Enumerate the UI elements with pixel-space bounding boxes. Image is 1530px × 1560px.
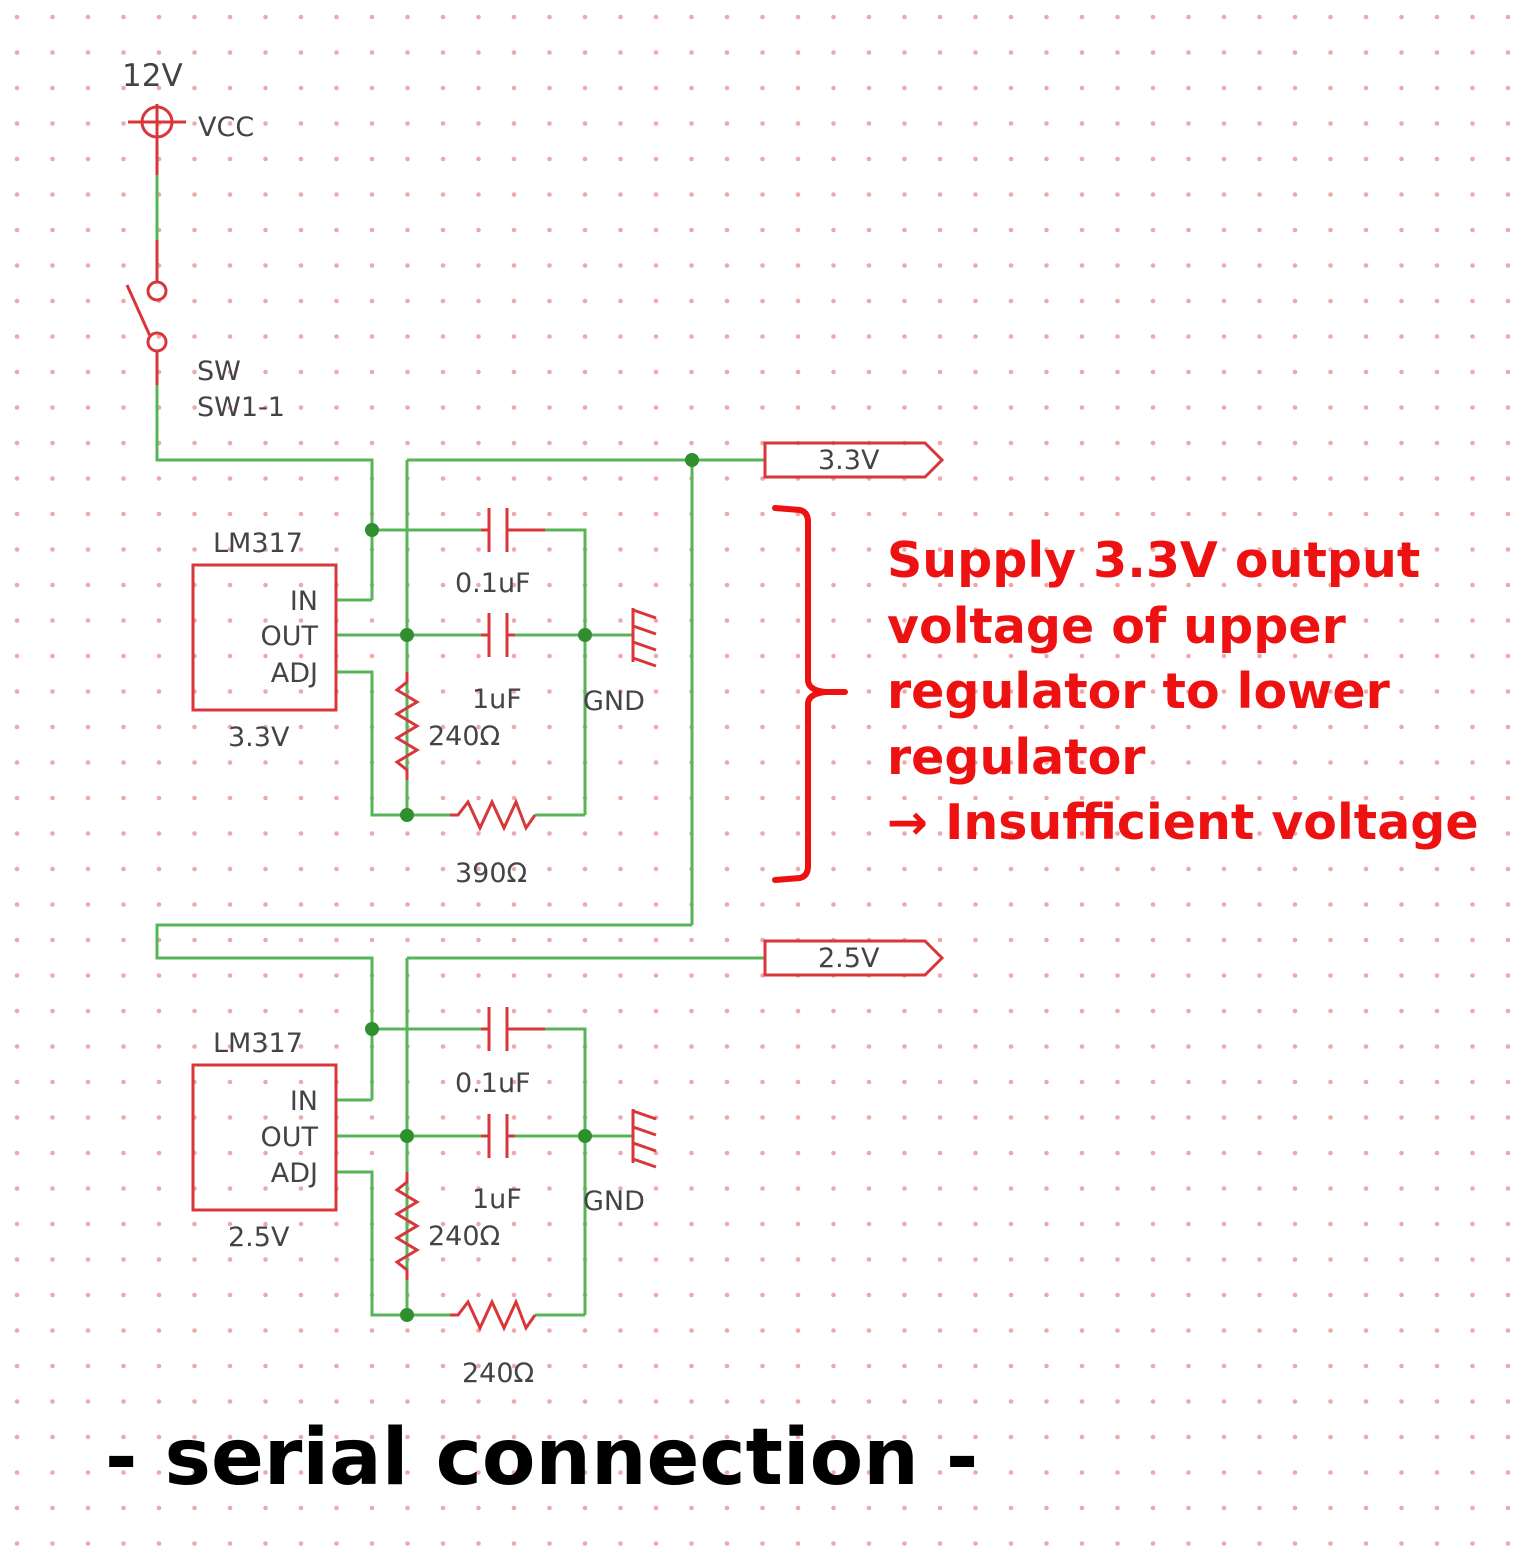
regulator-upper-voltage: 3.3V xyxy=(228,722,290,753)
r2-upper-label: 390Ω xyxy=(455,858,527,889)
output-tag-lower xyxy=(763,939,945,977)
switch-ref-label: SW1-1 xyxy=(197,392,285,423)
r1-lower-label: 240Ω xyxy=(428,1221,500,1252)
regulator-lower-part: LM317 xyxy=(213,1028,303,1059)
resistor-upper-r2 xyxy=(450,798,537,832)
output-tag-upper-label: 3.3V xyxy=(818,445,880,476)
resistor-upper-r1 xyxy=(394,672,420,780)
regulator-upper-box xyxy=(191,563,338,712)
gnd-lower-label: GND xyxy=(583,1186,645,1217)
regulator-lower-voltage: 2.5V xyxy=(228,1222,290,1253)
regulator-lower-pin-out: OUT xyxy=(260,1122,318,1153)
regulator-lower xyxy=(191,939,945,1332)
annotation-brace xyxy=(772,505,848,883)
ground-upper xyxy=(631,608,657,668)
output-tag-lower-label: 2.5V xyxy=(818,943,880,974)
resistor-lower-r2 xyxy=(450,1298,537,1332)
cap-lower-large-label: 1uF xyxy=(472,1184,522,1215)
switch-type-label: SW xyxy=(197,356,241,387)
regulator-upper-pin-in: IN xyxy=(290,586,318,617)
output-tag-upper xyxy=(763,441,945,479)
ground-lower xyxy=(631,1109,657,1169)
resistor-lower-r1 xyxy=(394,1172,420,1280)
supply-net-label: VCC xyxy=(198,112,254,143)
regulator-lower-pin-adj: ADJ xyxy=(271,1158,318,1189)
regulator-upper-pin-out: OUT xyxy=(260,621,318,652)
supply-voltage-label: 12V xyxy=(122,58,183,94)
cap-lower-small-label: 0.1uF xyxy=(455,1068,531,1099)
r1-upper-label: 240Ω xyxy=(428,721,500,752)
regulator-upper-pin-adj: ADJ xyxy=(271,658,318,689)
cap-upper-large-label: 1uF xyxy=(472,684,522,715)
gnd-upper-label: GND xyxy=(583,686,645,717)
figure-caption: - serial connection - xyxy=(105,1413,979,1503)
vcc-power-symbol xyxy=(128,104,186,175)
cap-upper-small-label: 0.1uF xyxy=(455,568,531,599)
wire-serial-link xyxy=(155,923,692,1100)
regulator-upper xyxy=(155,385,945,925)
switch-symbol xyxy=(125,240,168,385)
regulator-upper-part: LM317 xyxy=(213,528,303,559)
annotation-note: Supply 3.3V output voltage of upper regu… xyxy=(887,532,1479,851)
regulator-lower-pin-in: IN xyxy=(290,1086,318,1117)
r2-lower-label: 240Ω xyxy=(462,1358,534,1389)
regulator-lower-box xyxy=(191,1063,338,1212)
